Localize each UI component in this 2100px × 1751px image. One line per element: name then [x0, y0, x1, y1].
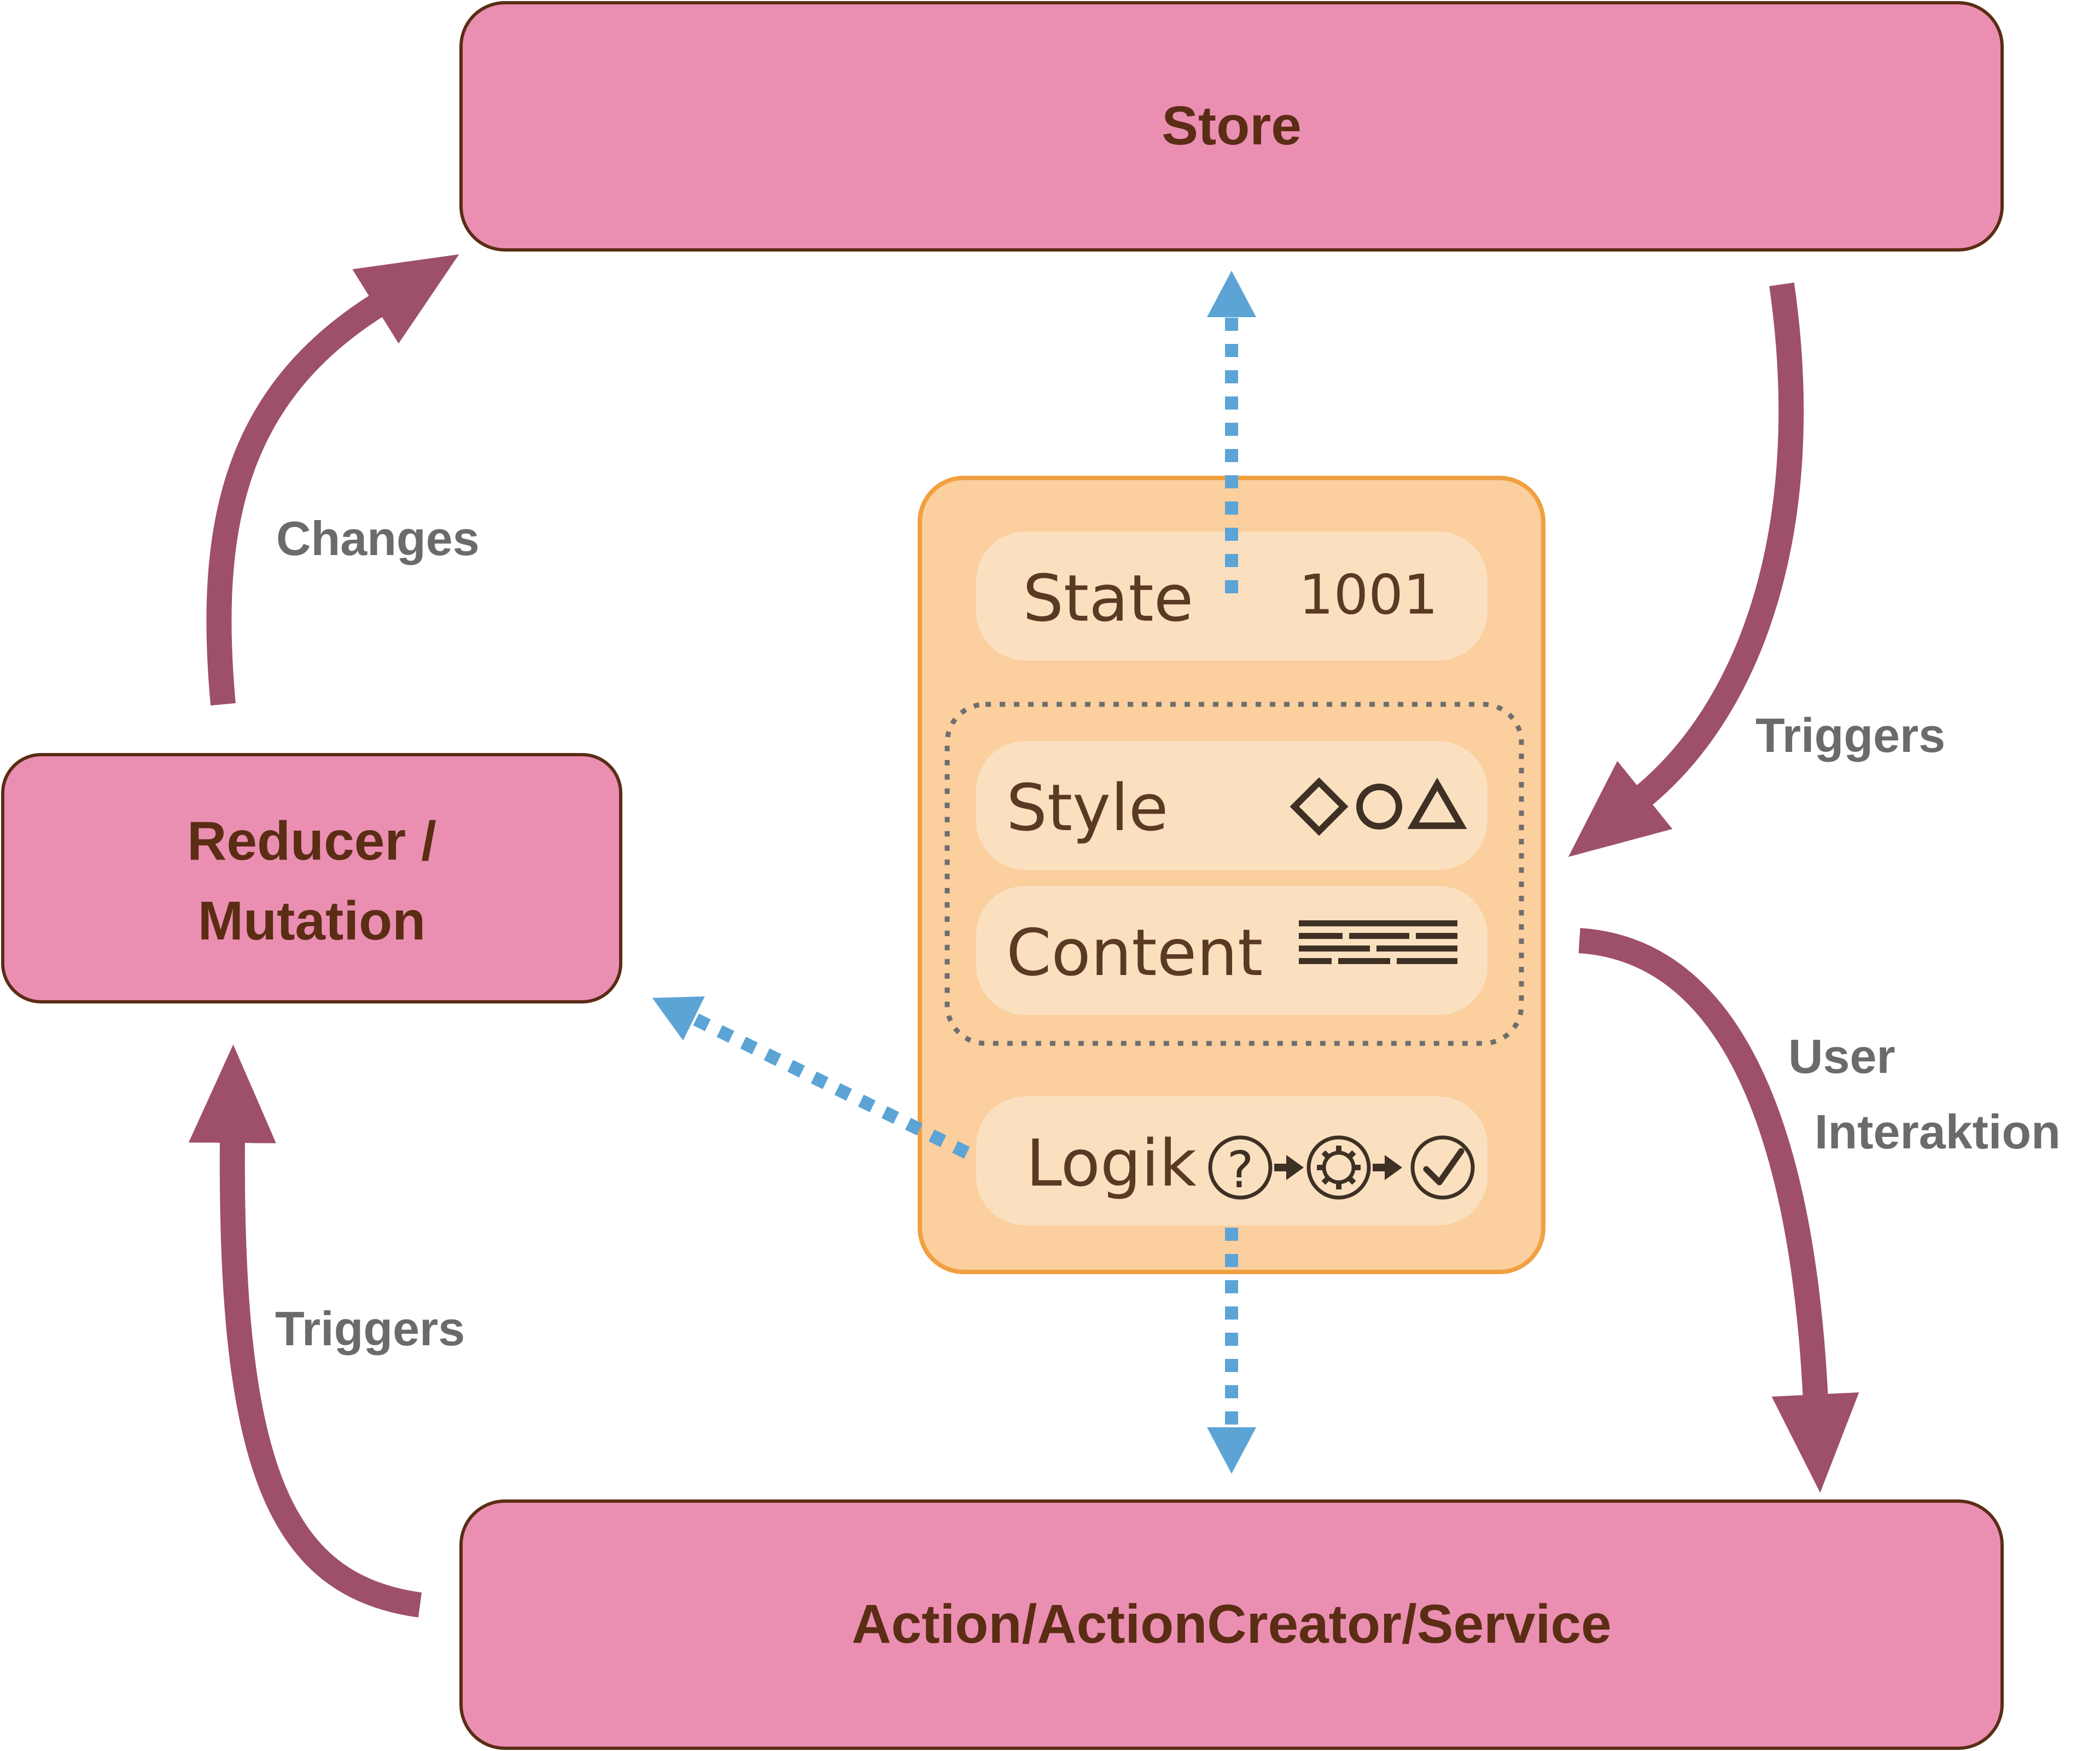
gear-icon [1306, 1135, 1371, 1200]
store-node[interactable]: Store [459, 1, 2004, 252]
user-interaction-label-line2: Interaktion [1815, 1105, 2061, 1159]
content-label: Content [1006, 915, 1263, 990]
svg-text:?: ? [1227, 1141, 1254, 1199]
user-interaction-arrow [1578, 928, 1859, 1493]
logic-row: Logik ? [976, 1096, 1488, 1225]
action-node[interactable]: Action/ActionCreator/Service [459, 1499, 2004, 1750]
content-row: Content [976, 886, 1488, 1015]
action-title: Action/ActionCreator/Service [851, 1594, 1611, 1655]
style-label: Style [1006, 770, 1168, 845]
view-group-border [944, 702, 1524, 1046]
text-lines-icon [1299, 920, 1457, 964]
style-row: Style [976, 741, 1488, 870]
store-title: Store [1162, 95, 1302, 156]
arrow-right-icon-2 [1373, 1155, 1402, 1180]
state-value: 1001 [1299, 563, 1438, 627]
reducer-title-line2: Mutation [198, 890, 426, 952]
state-row: State 1001 [976, 532, 1488, 661]
changes-arrow [206, 254, 459, 706]
changes-label: Changes [276, 511, 480, 565]
triggers-action-arrow [188, 1044, 422, 1618]
component-card[interactable]: State 1001 Style Content [918, 476, 1545, 1274]
reducer-node[interactable]: Reducer / Mutation [1, 753, 622, 1003]
reducer-title-line1: Reducer / [187, 810, 436, 872]
triggers-store-label: Triggers [1755, 708, 1945, 762]
triggers-store-arrow [1568, 282, 1804, 857]
triggers-action-label: Triggers [275, 1301, 465, 1356]
arrow-right-icon [1274, 1155, 1304, 1180]
state-label: State [1023, 561, 1193, 636]
question-icon: ? [1208, 1135, 1273, 1200]
check-icon [1410, 1135, 1475, 1200]
logic-label: Logik [1026, 1125, 1197, 1201]
user-interaction-label-line1: User [1788, 1029, 1895, 1083]
shapes-icon [1290, 777, 1467, 836]
